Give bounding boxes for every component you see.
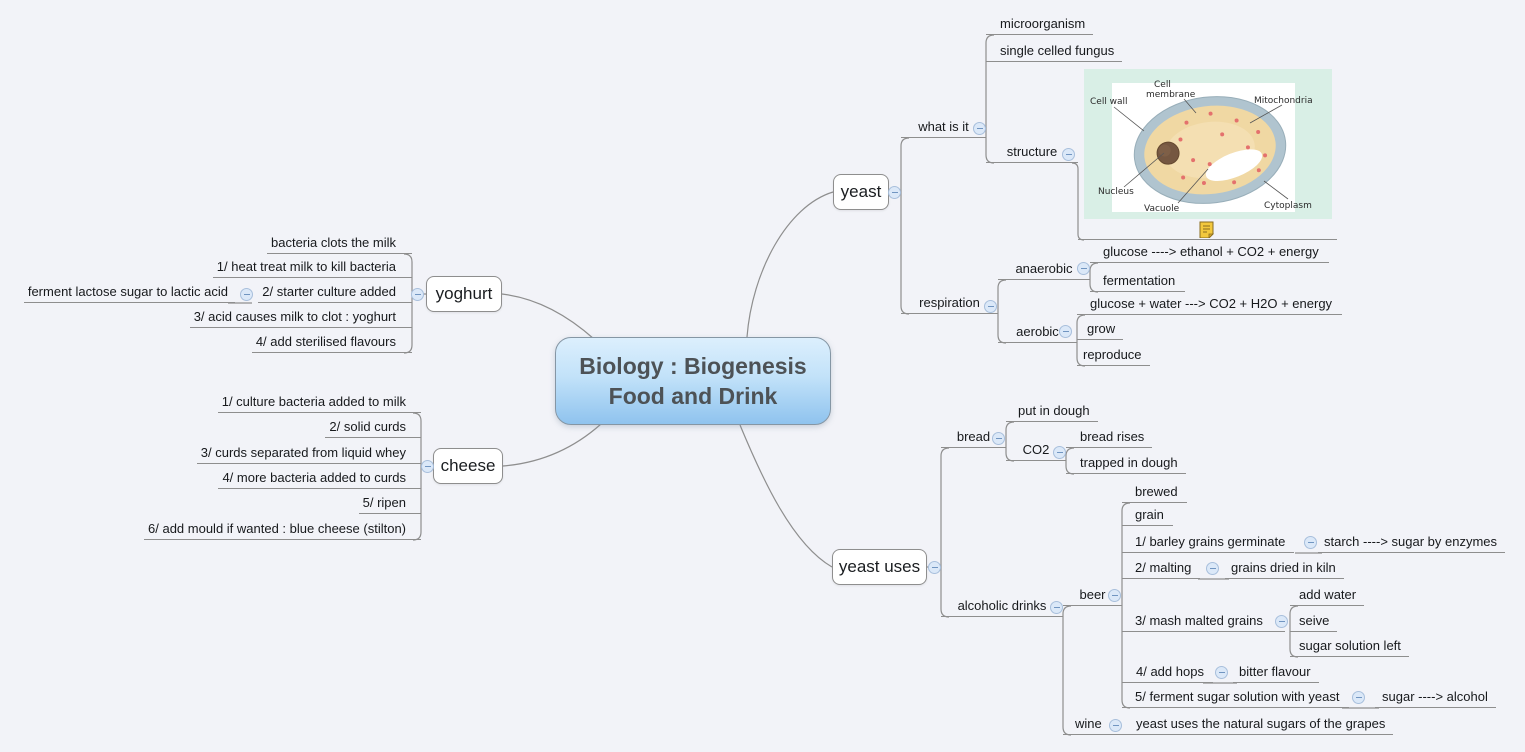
topic-cheese-step1[interactable]: 1/ culture bacteria added to milk xyxy=(217,393,421,413)
collapse-toggle-malting[interactable] xyxy=(1206,562,1219,575)
collapse-toggle-mash[interactable] xyxy=(1275,615,1288,628)
topic-yeast-uses[interactable]: yeast uses xyxy=(832,549,927,585)
topic-cheese[interactable]: cheese xyxy=(433,448,503,484)
yeast-structure-image[interactable]: Cell membrane Cell wall Mitochondria Nuc… xyxy=(1084,69,1332,219)
collapse-toggle-yeast[interactable] xyxy=(888,186,901,199)
topic-fermentation[interactable]: fermentation xyxy=(1090,272,1186,292)
collapse-toggle-alcoholic-drinks[interactable] xyxy=(1050,601,1063,614)
collapse-toggle-anaerobic[interactable] xyxy=(1077,262,1090,275)
topic-alcoholic-drinks[interactable]: alcoholic drinks xyxy=(941,597,1063,617)
topic-bread-rises[interactable]: bread rises xyxy=(1066,428,1153,448)
central-topic-line1: Biology : Biogenesis xyxy=(579,353,807,379)
topic-anaerobic[interactable]: anaerobic xyxy=(998,260,1090,280)
topic-co2[interactable]: CO2 xyxy=(1006,441,1066,461)
collapse-toggle-beer[interactable] xyxy=(1108,589,1121,602)
topic-yeast[interactable]: yeast xyxy=(833,174,889,210)
topic-what-is-it[interactable]: what is it xyxy=(901,118,986,138)
topic-ferment-lactose[interactable]: ferment lactose sugar to lactic acid xyxy=(23,283,235,303)
structure-image-underline xyxy=(1078,239,1337,240)
topic-grow[interactable]: grow xyxy=(1077,320,1124,340)
yeast-cell-drawing xyxy=(1133,96,1287,204)
collapse-toggle-starter-culture[interactable] xyxy=(240,288,253,301)
topic-cheese-step5[interactable]: 5/ ripen xyxy=(358,494,421,514)
collapse-toggle-wine[interactable] xyxy=(1109,719,1122,732)
topic-single-celled-fungus[interactable]: single celled fungus xyxy=(986,42,1123,62)
topic-bacteria-clots-milk[interactable]: bacteria clots the milk xyxy=(267,234,412,254)
topic-starch-to-sugar[interactable]: starch ----> sugar by enzymes xyxy=(1318,533,1506,553)
topic-cheese-step2[interactable]: 2/ solid curds xyxy=(325,418,421,438)
topic-seive[interactable]: seive xyxy=(1290,612,1338,632)
topic-aerobic-equation[interactable]: glucose + water ---> CO2 + H2O + energy xyxy=(1077,295,1343,315)
topic-anaerobic-equation[interactable]: glucose ----> ethanol + CO2 + energy xyxy=(1090,243,1329,263)
label-mitochondria: Mitochondria xyxy=(1254,96,1313,106)
topic-grains-dried-kiln[interactable]: grains dried in kiln xyxy=(1225,559,1344,579)
collapse-toggle-co2[interactable] xyxy=(1053,446,1066,459)
topic-yoghurt-step2[interactable]: 2/ starter culture added xyxy=(258,283,412,303)
label-cell-membrane-line1: Cell xyxy=(1154,80,1171,90)
collapse-toggle-cheese[interactable] xyxy=(421,460,434,473)
topic-beer[interactable]: beer xyxy=(1063,586,1122,606)
collapse-toggle-what-is-it[interactable] xyxy=(973,122,986,135)
topic-add-water[interactable]: add water xyxy=(1290,586,1365,606)
label-cell-wall: Cell wall xyxy=(1090,97,1128,107)
topic-sugar-to-alcohol[interactable]: sugar ----> alcohol xyxy=(1375,688,1496,708)
topic-sugar-solution-left[interactable]: sugar solution left xyxy=(1290,637,1409,657)
topic-beer-step4[interactable]: 4/ add hops xyxy=(1122,663,1213,683)
topic-cheese-step3[interactable]: 3/ curds separated from liquid whey xyxy=(196,444,421,464)
topic-grain[interactable]: grain xyxy=(1122,506,1173,526)
collapse-toggle-hops[interactable] xyxy=(1215,666,1228,679)
topic-yoghurt-step3[interactable]: 3/ acid causes milk to clot : yoghurt xyxy=(189,308,412,328)
topic-aerobic[interactable]: aerobic xyxy=(998,323,1077,343)
collapse-toggle-respiration[interactable] xyxy=(984,300,997,313)
topic-wine[interactable]: wine xyxy=(1063,715,1130,735)
label-cell-membrane-line2: membrane xyxy=(1146,90,1196,100)
collapse-toggle-structure[interactable] xyxy=(1062,148,1075,161)
label-vacuole: Vacuole xyxy=(1144,204,1180,214)
topic-beer-step3[interactable]: 3/ mash malted grains xyxy=(1122,612,1285,632)
topic-microorganism[interactable]: microorganism xyxy=(986,15,1094,35)
topic-yoghurt-step1[interactable]: 1/ heat treat milk to kill bacteria xyxy=(212,258,412,278)
topic-yoghurt-step4[interactable]: 4/ add sterilised flavours xyxy=(251,333,412,353)
topic-respiration[interactable]: respiration xyxy=(901,294,998,314)
note-icon[interactable] xyxy=(1199,221,1214,239)
topic-beer-step1[interactable]: 1/ barley grains germinate xyxy=(1122,533,1295,553)
central-topic[interactable]: Biology : Biogenesis Food and Drink xyxy=(555,337,831,425)
collapse-toggle-yoghurt[interactable] xyxy=(411,288,424,301)
collapse-toggle-ferment[interactable] xyxy=(1352,691,1365,704)
label-nucleus: Nucleus xyxy=(1098,187,1134,197)
topic-cheese-step6[interactable]: 6/ add mould if wanted : blue cheese (st… xyxy=(144,520,421,540)
topic-yoghurt[interactable]: yoghurt xyxy=(426,276,502,312)
collapse-toggle-yeast-uses[interactable] xyxy=(928,561,941,574)
topic-wine-detail[interactable]: yeast uses the natural sugars of the gra… xyxy=(1130,715,1394,735)
topic-bitter-flavour[interactable]: bitter flavour xyxy=(1233,663,1319,683)
topic-cheese-step4[interactable]: 4/ more bacteria added to curds xyxy=(218,469,421,489)
topic-reproduce[interactable]: reproduce xyxy=(1077,346,1150,366)
collapse-toggle-aerobic[interactable] xyxy=(1059,325,1072,338)
topic-put-in-dough[interactable]: put in dough xyxy=(1006,402,1098,422)
topic-structure[interactable]: structure xyxy=(986,143,1078,163)
topic-bread[interactable]: bread xyxy=(941,428,1006,448)
topic-beer-step5[interactable]: 5/ ferment sugar solution with yeast xyxy=(1122,688,1349,708)
collapse-toggle-bread[interactable] xyxy=(992,432,1005,445)
topic-beer-step2[interactable]: 2/ malting xyxy=(1122,559,1201,579)
label-cytoplasm: Cytoplasm xyxy=(1264,201,1312,211)
collapse-toggle-barley[interactable] xyxy=(1304,536,1317,549)
topic-brewed[interactable]: brewed xyxy=(1122,483,1187,503)
topic-trapped-in-dough[interactable]: trapped in dough xyxy=(1066,454,1186,474)
central-topic-line2: Food and Drink xyxy=(608,383,778,409)
